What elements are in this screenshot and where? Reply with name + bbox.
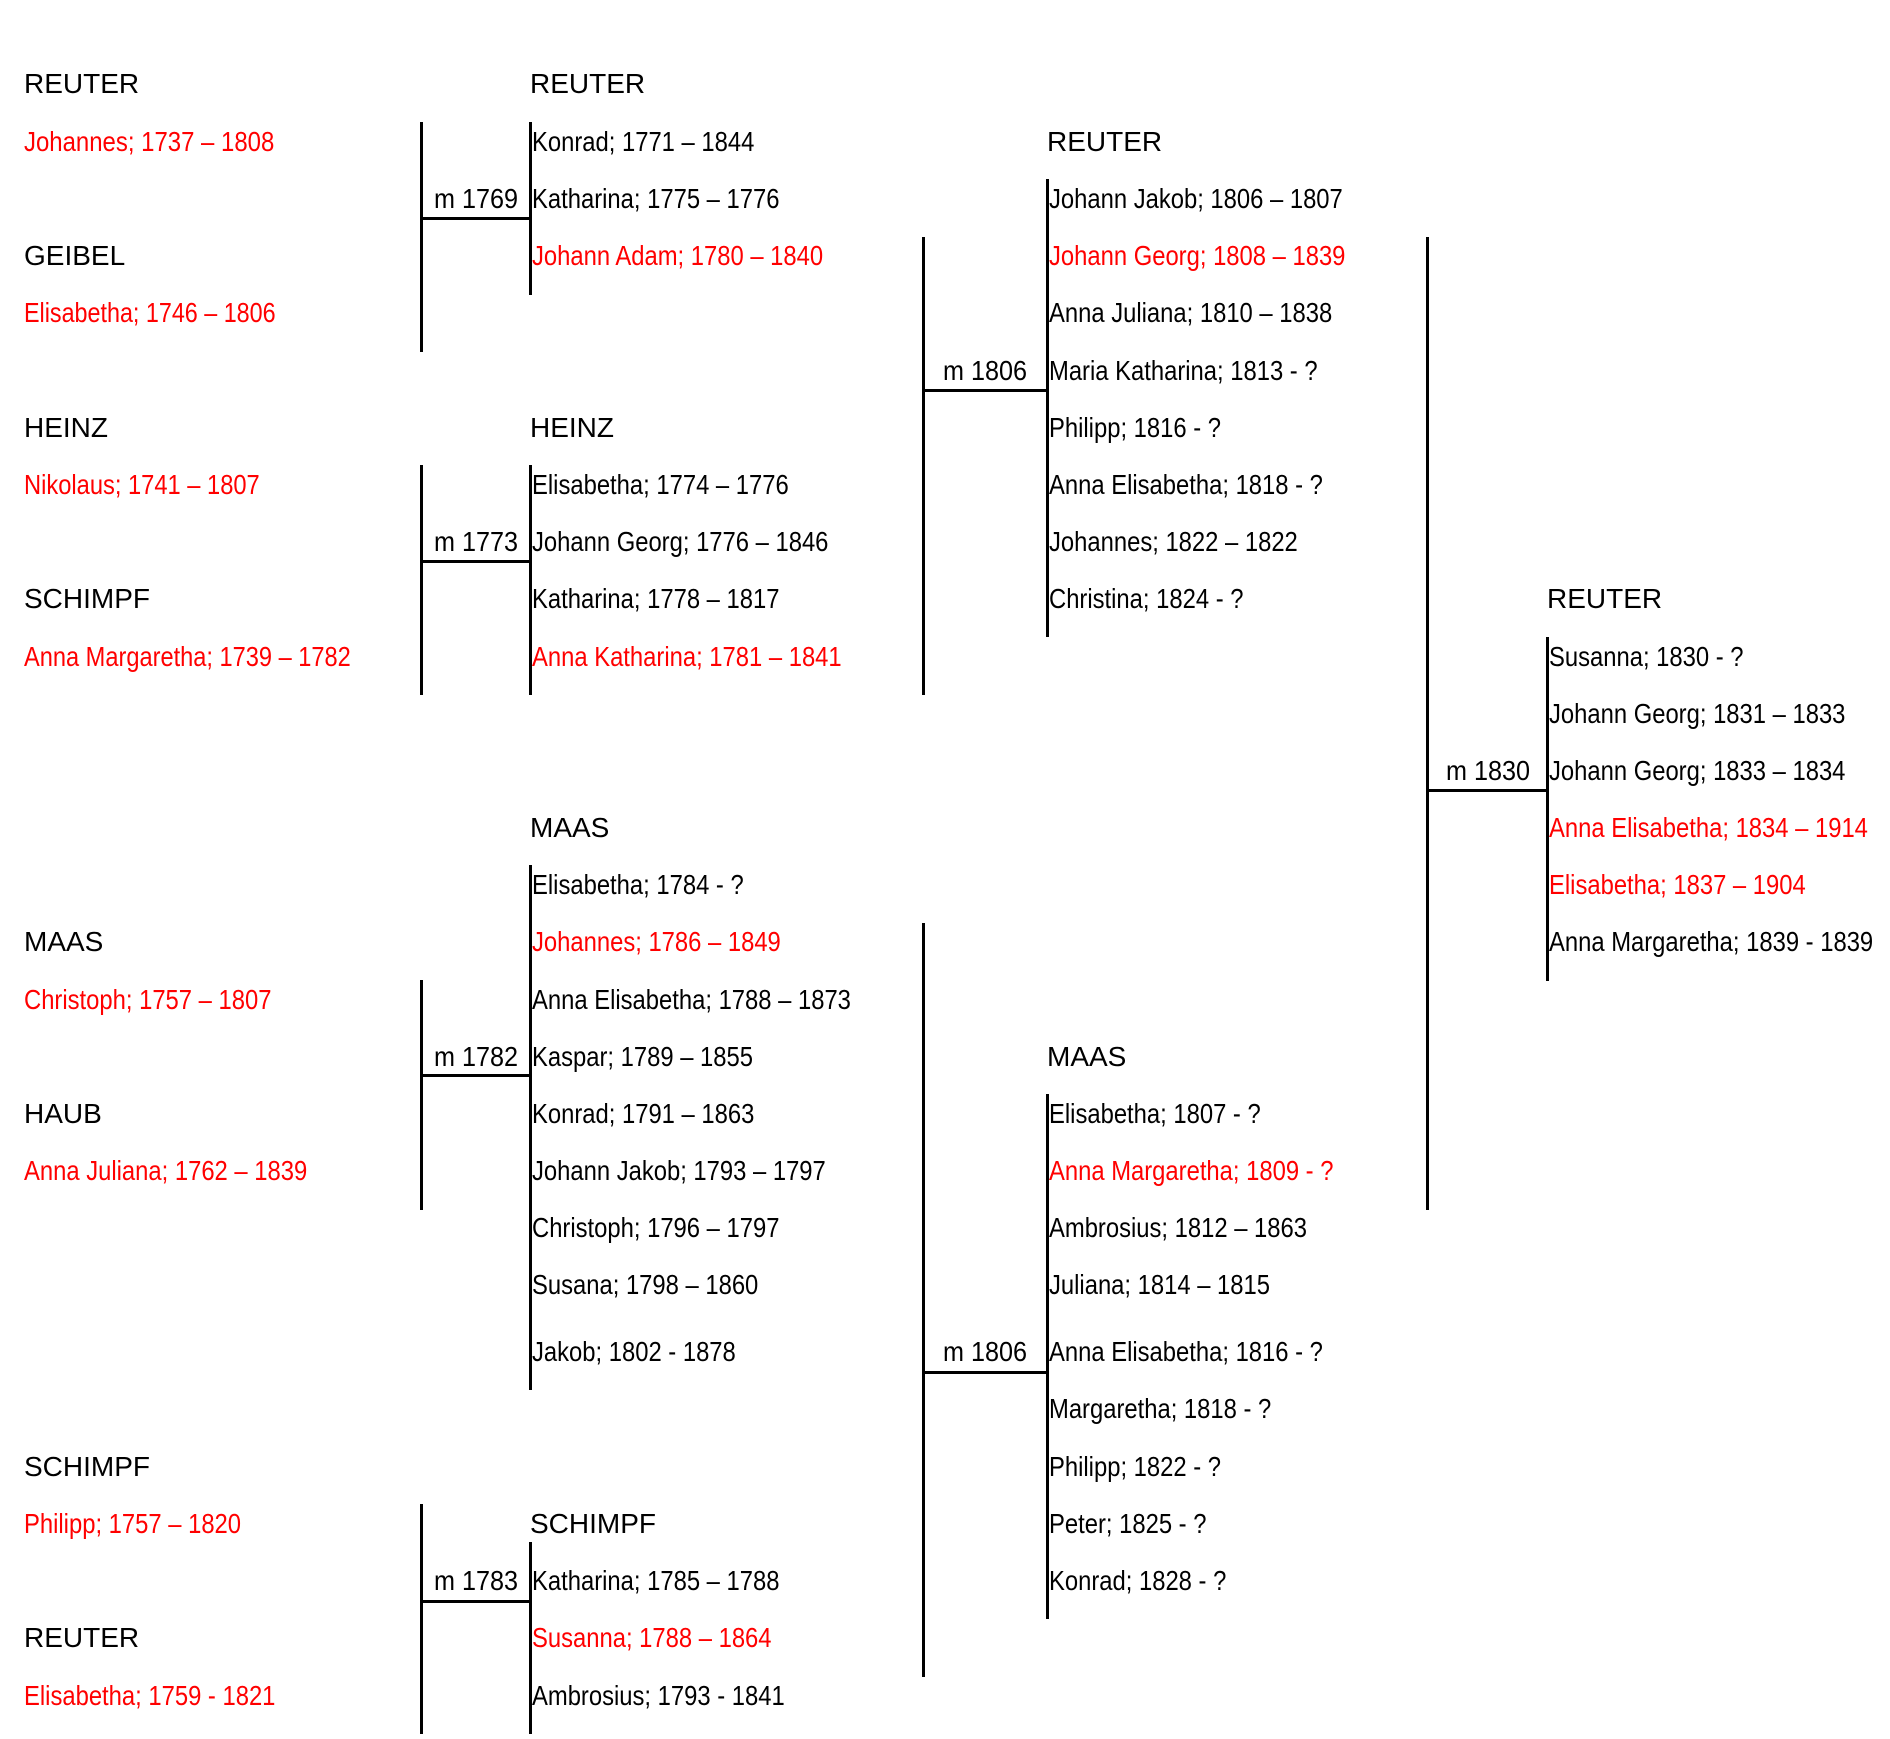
child-entry: Anna Margaretha; 1839 - 1839 [1549,926,1874,957]
child-entry: Johann Jakob; 1806 – 1807 [1049,183,1343,214]
child-entry: Johannes; 1786 – 1849 [532,926,781,957]
child-entry: Anna Juliana; 1810 – 1838 [1049,297,1333,328]
marriage-label: m 1830 [1446,755,1531,786]
marriage-label: m 1806 [943,355,1028,386]
child-entry: Johann Georg; 1833 – 1834 [1549,755,1846,786]
marriage-label: m 1783 [434,1565,519,1596]
marriage-line [1426,789,1548,792]
surname-label: HEINZ [24,412,108,443]
spouse-connector [922,237,925,695]
child-entry: Elisabetha; 1837 – 1904 [1549,869,1806,900]
child-entry: Elisabetha; 1807 - ? [1049,1098,1261,1129]
child-entry: Susanna; 1788 – 1864 [532,1622,772,1653]
surname-label: REUTER [24,68,140,99]
ancestor-name: Elisabetha; 1746 – 1806 [24,297,276,328]
spouse-connector [922,923,925,1677]
child-entry: Katharina; 1778 – 1817 [532,583,780,614]
children-bracket [529,465,532,695]
child-entry: Christoph; 1796 – 1797 [532,1212,780,1243]
children-bracket [529,865,532,1390]
child-entry: Juliana; 1814 – 1815 [1049,1269,1270,1300]
children-bracket [529,122,532,295]
spouse-connector [420,980,423,1210]
child-entry: Konrad; 1791 – 1863 [532,1098,755,1129]
surname-label: SCHIMPF [530,1508,656,1539]
child-entry: Anna Elisabetha; 1788 – 1873 [532,984,851,1015]
child-entry: Ambrosius; 1793 - 1841 [532,1680,785,1711]
child-entry: Anna Elisabetha; 1834 – 1914 [1549,812,1868,843]
ancestor-name: Elisabetha; 1759 - 1821 [24,1680,276,1711]
surname-label: SCHIMPF [24,1451,150,1482]
child-entry: Susana; 1798 – 1860 [532,1269,759,1300]
child-entry: Johann Georg; 1831 – 1833 [1549,698,1846,729]
marriage-label: m 1806 [943,1336,1028,1367]
surname-label: HAUB [24,1098,102,1129]
spouse-connector [420,122,423,352]
child-entry: Johann Jakob; 1793 – 1797 [532,1155,826,1186]
child-entry: Johann Adam; 1780 – 1840 [532,240,824,271]
marriage-line [420,1074,531,1077]
child-entry: Johann Georg; 1776 – 1846 [532,526,829,557]
child-entry: Johann Georg; 1808 – 1839 [1049,240,1346,271]
child-entry: Johannes; 1822 – 1822 [1049,526,1298,557]
surname-label: MAAS [1047,1041,1127,1072]
child-entry: Elisabetha; 1784 - ? [532,869,744,900]
child-entry: Margaretha; 1818 - ? [1049,1393,1272,1424]
surname-label: MAAS [530,812,610,843]
spouse-connector [1426,237,1429,1210]
ancestor-name: Nikolaus; 1741 – 1807 [24,469,260,500]
marriage-line [922,1371,1048,1374]
surname-label: MAAS [24,926,104,957]
children-bracket [1046,179,1049,637]
child-entry: Konrad; 1828 - ? [1049,1565,1227,1596]
surname-label: REUTER [1047,126,1163,157]
child-entry: Katharina; 1775 – 1776 [532,183,780,214]
child-entry: Anna Margaretha; 1809 - ? [1049,1155,1334,1186]
child-entry: Anna Katharina; 1781 – 1841 [532,641,842,672]
child-entry: Konrad; 1771 – 1844 [532,126,755,157]
spouse-connector [420,1504,423,1734]
children-bracket [1546,637,1549,981]
child-entry: Ambrosius; 1812 – 1863 [1049,1212,1308,1243]
children-bracket [529,1542,532,1734]
surname-label: REUTER [24,1622,140,1653]
child-entry: Anna Elisabetha; 1816 - ? [1049,1336,1323,1367]
ancestor-name: Christoph; 1757 – 1807 [24,984,272,1015]
child-entry: Kaspar; 1789 – 1855 [532,1041,753,1072]
child-entry: Maria Katharina; 1813 - ? [1049,355,1318,386]
child-entry: Elisabetha; 1774 – 1776 [532,469,789,500]
marriage-line [420,1600,531,1603]
marriage-label: m 1769 [434,183,519,214]
marriage-label: m 1773 [434,526,519,557]
spouse-connector [420,465,423,695]
child-entry: Philipp; 1822 - ? [1049,1451,1222,1482]
surname-label: GEIBEL [24,240,126,271]
surname-label: HEINZ [530,412,614,443]
child-entry: Katharina; 1785 – 1788 [532,1565,780,1596]
child-entry: Peter; 1825 - ? [1049,1508,1207,1539]
child-entry: Anna Elisabetha; 1818 - ? [1049,469,1323,500]
children-bracket [1046,1094,1049,1619]
marriage-line [420,560,531,563]
child-entry: Christina; 1824 - ? [1049,583,1244,614]
ancestor-name: Anna Juliana; 1762 – 1839 [24,1155,308,1186]
marriage-line [420,217,531,220]
child-entry: Jakob; 1802 - 1878 [532,1336,736,1367]
surname-label: REUTER [530,68,646,99]
marriage-line [922,389,1048,392]
ancestor-name: Anna Margaretha; 1739 – 1782 [24,641,351,672]
ancestor-name: Johannes; 1737 – 1808 [24,126,275,157]
surname-label: SCHIMPF [24,583,150,614]
child-entry: Susanna; 1830 - ? [1549,641,1744,672]
ancestor-name: Philipp; 1757 – 1820 [24,1508,242,1539]
child-entry: Philipp; 1816 - ? [1049,412,1222,443]
surname-label: REUTER [1547,583,1663,614]
marriage-label: m 1782 [434,1041,519,1072]
